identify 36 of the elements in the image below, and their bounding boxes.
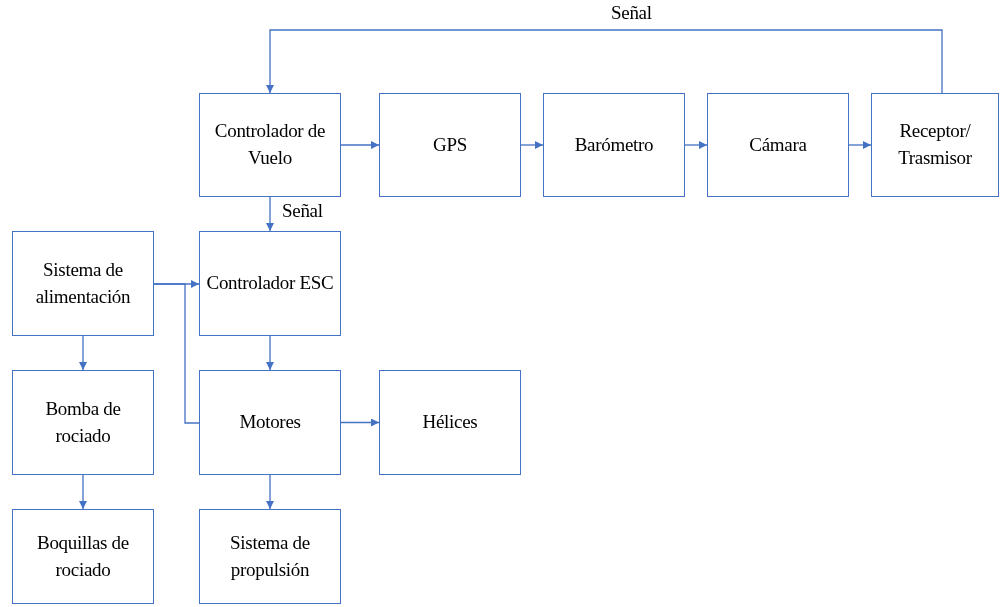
box-label: Barómetro xyxy=(574,132,654,157)
process-box xyxy=(199,509,341,604)
process-box xyxy=(12,509,154,604)
box-label: Receptor/ Trasmisor xyxy=(897,119,973,170)
process-box xyxy=(543,93,685,197)
process-box xyxy=(379,93,521,197)
process-box xyxy=(199,370,341,475)
box-label: Hélices xyxy=(422,410,478,435)
arrow xyxy=(266,196,274,232)
box-label: Sistema de propulsión xyxy=(229,530,311,582)
box-label: Controlador de Vuelo xyxy=(213,119,327,170)
arrow xyxy=(684,141,708,149)
box-label: GPS xyxy=(433,132,467,157)
arrow xyxy=(340,141,380,149)
box-label: Boquillas de rociado xyxy=(36,530,130,582)
box-label: Bomba de rociado xyxy=(44,396,122,448)
arrow xyxy=(340,418,380,427)
arrow xyxy=(79,335,87,371)
box-label: Cámara xyxy=(749,132,807,157)
process-box xyxy=(12,231,154,336)
box-label: Sistema de alimentación xyxy=(34,257,132,309)
process-box xyxy=(379,370,521,475)
process-box xyxy=(12,370,154,475)
process-box xyxy=(199,93,341,197)
arrow xyxy=(266,29,943,94)
arrow xyxy=(266,335,274,371)
process-box xyxy=(707,93,849,197)
process-box xyxy=(199,231,341,336)
arrow xyxy=(266,474,274,510)
process-box xyxy=(871,93,999,197)
connector-line xyxy=(153,283,200,424)
arrow xyxy=(520,141,544,149)
box-label: Motores xyxy=(239,410,301,435)
box-label: Controlador ESC xyxy=(206,271,334,296)
arrow xyxy=(848,141,872,149)
arrow xyxy=(79,474,87,510)
